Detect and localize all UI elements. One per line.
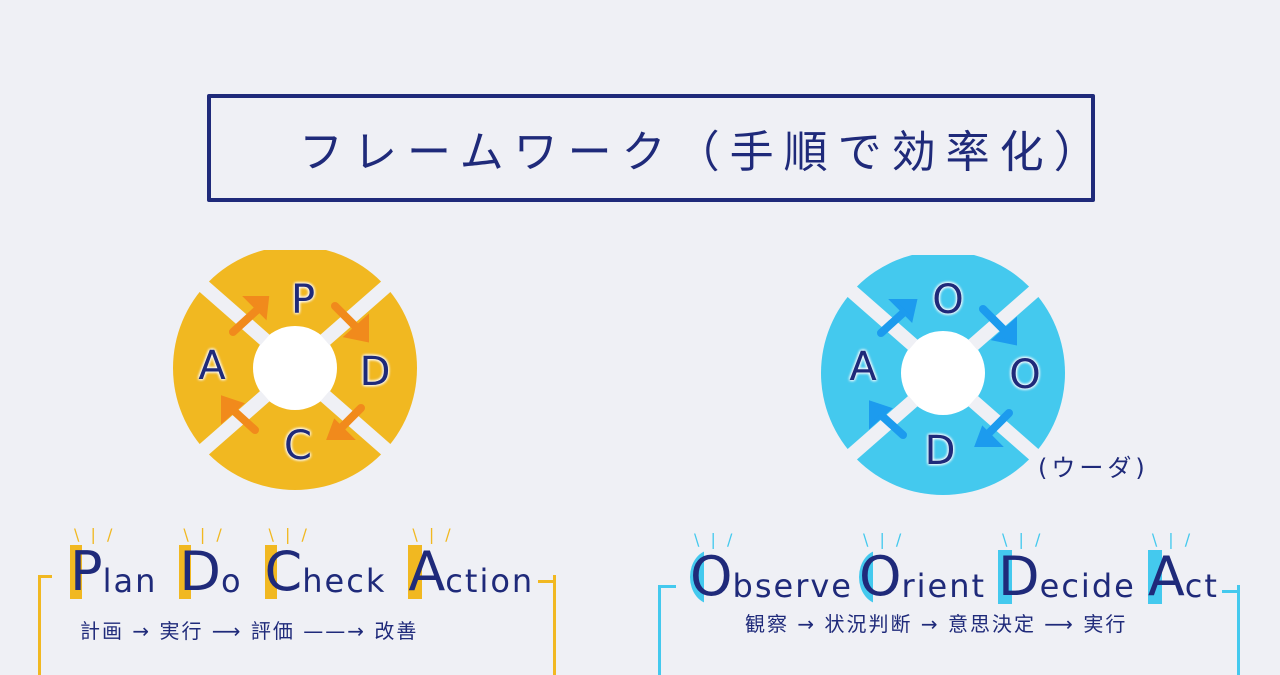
ooda-bracket [658,585,1240,675]
pdca-bracket [38,575,556,675]
title-box: フレームワーク（手順で効率化） [207,94,1108,202]
ooda-cycle-diagram: O O D A [818,255,1068,495]
pdca-expansion: \ | / P lan \ | / D o \ | / C heck \ | /… [70,525,556,603]
sparkle-icon: \ | / [1002,530,1044,549]
ooda-word-orient: \ | / O rient [858,530,987,608]
ooda-bracket-top-left [658,585,676,588]
pdca-word-action: \ | / A ction [408,525,535,603]
page-title: フレームワーク（手順で効率化） [299,127,1108,178]
pdca-cycle-diagram: P D C A [170,250,420,490]
ooda-word-decide: \ | / D ecide [998,530,1136,608]
sparkle-icon: \ | / [862,530,905,549]
ooda-bracket-top-right [1222,590,1240,593]
pdca-japanese-steps: 計画 → 実行 ⟶ 評価 ——→ 改善 [80,619,419,643]
ooda-letter-decide: D [924,428,956,474]
pdca-letter-p: P [290,277,316,323]
pdca-letter-d: D [359,349,391,395]
ooda-letter-observe: O [932,277,964,323]
ooda-expansion: \ | / O bserve \ | / O rient \ | / D eci… [690,530,1241,608]
pdca-bracket-top-left [38,575,52,578]
ooda-word-observe: \ | / O bserve [690,530,853,608]
ooda-japanese-steps: 観察 → 状況判断 → 意思決定 ⟶ 実行 [745,612,1128,636]
pdca-ring-icon [173,250,417,490]
ooda-word-act: \ | / A ct [1147,530,1219,608]
pdca-letter-a: A [198,343,226,389]
pdca-letter-c: C [284,423,312,469]
pdca-word-do: \ | / D o [179,525,243,603]
sparkle-icon: \ | / [74,525,116,544]
sparkle-icon: \ | / [268,525,310,544]
pdca-bracket-top-right [538,580,556,583]
ooda-letter-orient: O [1009,352,1041,398]
sparkle-icon: \ | / [694,530,736,549]
pdca-word-plan: \ | / P lan [70,525,158,603]
sparkle-icon: \ | / [412,525,454,544]
pdca-word-check: \ | / C heck [264,525,387,603]
ooda-letter-act: A [849,344,877,390]
ooda-ring-icon [821,255,1065,495]
sparkle-icon: \ | / [183,525,225,544]
sparkle-icon: \ | / [1151,530,1194,549]
ooda-reading: (ウーダ) [1038,454,1149,482]
